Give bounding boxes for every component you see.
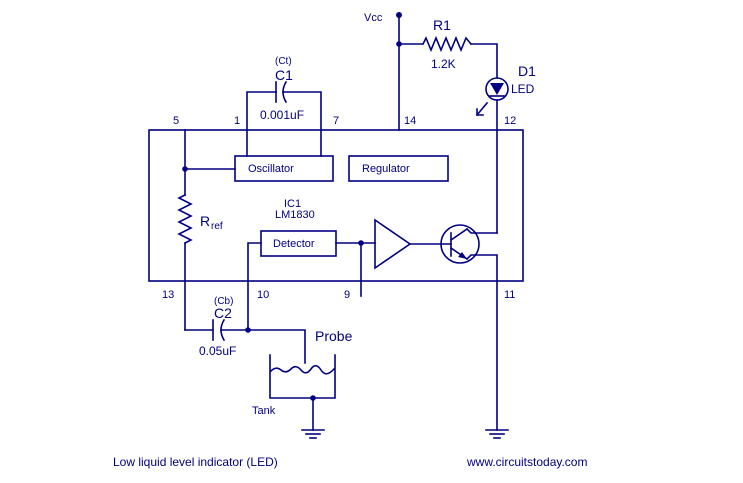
transistor-body <box>440 224 480 264</box>
rref-network <box>177 129 236 331</box>
cb-tag: (Cb) <box>214 296 233 307</box>
vcc-supply <box>396 12 424 131</box>
diagram-caption: Low liquid level indicator (LED) <box>113 455 278 469</box>
led-light-arrow <box>475 101 489 117</box>
rref-sub: ref <box>211 221 223 232</box>
ct-tag: (Ct) <box>275 56 292 67</box>
ic-part: LM1830 <box>275 209 315 221</box>
led-d1 <box>470 43 509 234</box>
pin-13: 13 <box>162 289 174 301</box>
pin-1: 1 <box>234 115 240 127</box>
pin-11: 11 <box>504 289 515 301</box>
c1-name: C1 <box>275 67 293 83</box>
pin-14: 14 <box>404 115 416 127</box>
d1-name: D1 <box>518 63 536 79</box>
vcc-label: Vcc <box>364 12 383 24</box>
tank-ground-symbol <box>301 429 325 439</box>
liquid-tank <box>269 354 336 431</box>
ic-name: IC1 <box>284 198 301 210</box>
pin-7: 7 <box>333 115 339 127</box>
r1-resistor <box>421 35 473 53</box>
amplifier-symbol <box>374 218 412 270</box>
ic-package <box>148 129 524 282</box>
rref-main: R <box>200 213 210 229</box>
probe-label: Probe <box>315 328 353 344</box>
c2-name: C2 <box>214 305 232 321</box>
r1-value: 1.2K <box>431 57 456 71</box>
c2-value: 0.05uF <box>199 344 236 358</box>
d1-type: LED <box>511 82 535 96</box>
oscillator-label: Oscillator <box>248 163 294 175</box>
output-ground-symbol <box>485 429 509 439</box>
c1-value: 0.001uF <box>260 108 304 122</box>
led-triangle <box>490 83 504 95</box>
regulator-block <box>348 155 449 182</box>
website-watermark: www.circuitstoday.com <box>466 455 587 469</box>
detector-label: Detector <box>273 238 315 250</box>
pin-5: 5 <box>173 115 179 127</box>
regulator-label: Regulator <box>362 163 410 175</box>
capacitor-c2 <box>212 318 306 364</box>
capacitor-c1 <box>246 80 322 157</box>
tank-label: Tank <box>252 405 276 417</box>
pin-10: 10 <box>257 289 269 301</box>
r1-name: R1 <box>433 17 451 33</box>
pin-12: 12 <box>504 115 516 127</box>
pin-9: 9 <box>344 289 350 301</box>
output-transistor <box>440 224 498 431</box>
rref-resistor <box>177 193 193 245</box>
